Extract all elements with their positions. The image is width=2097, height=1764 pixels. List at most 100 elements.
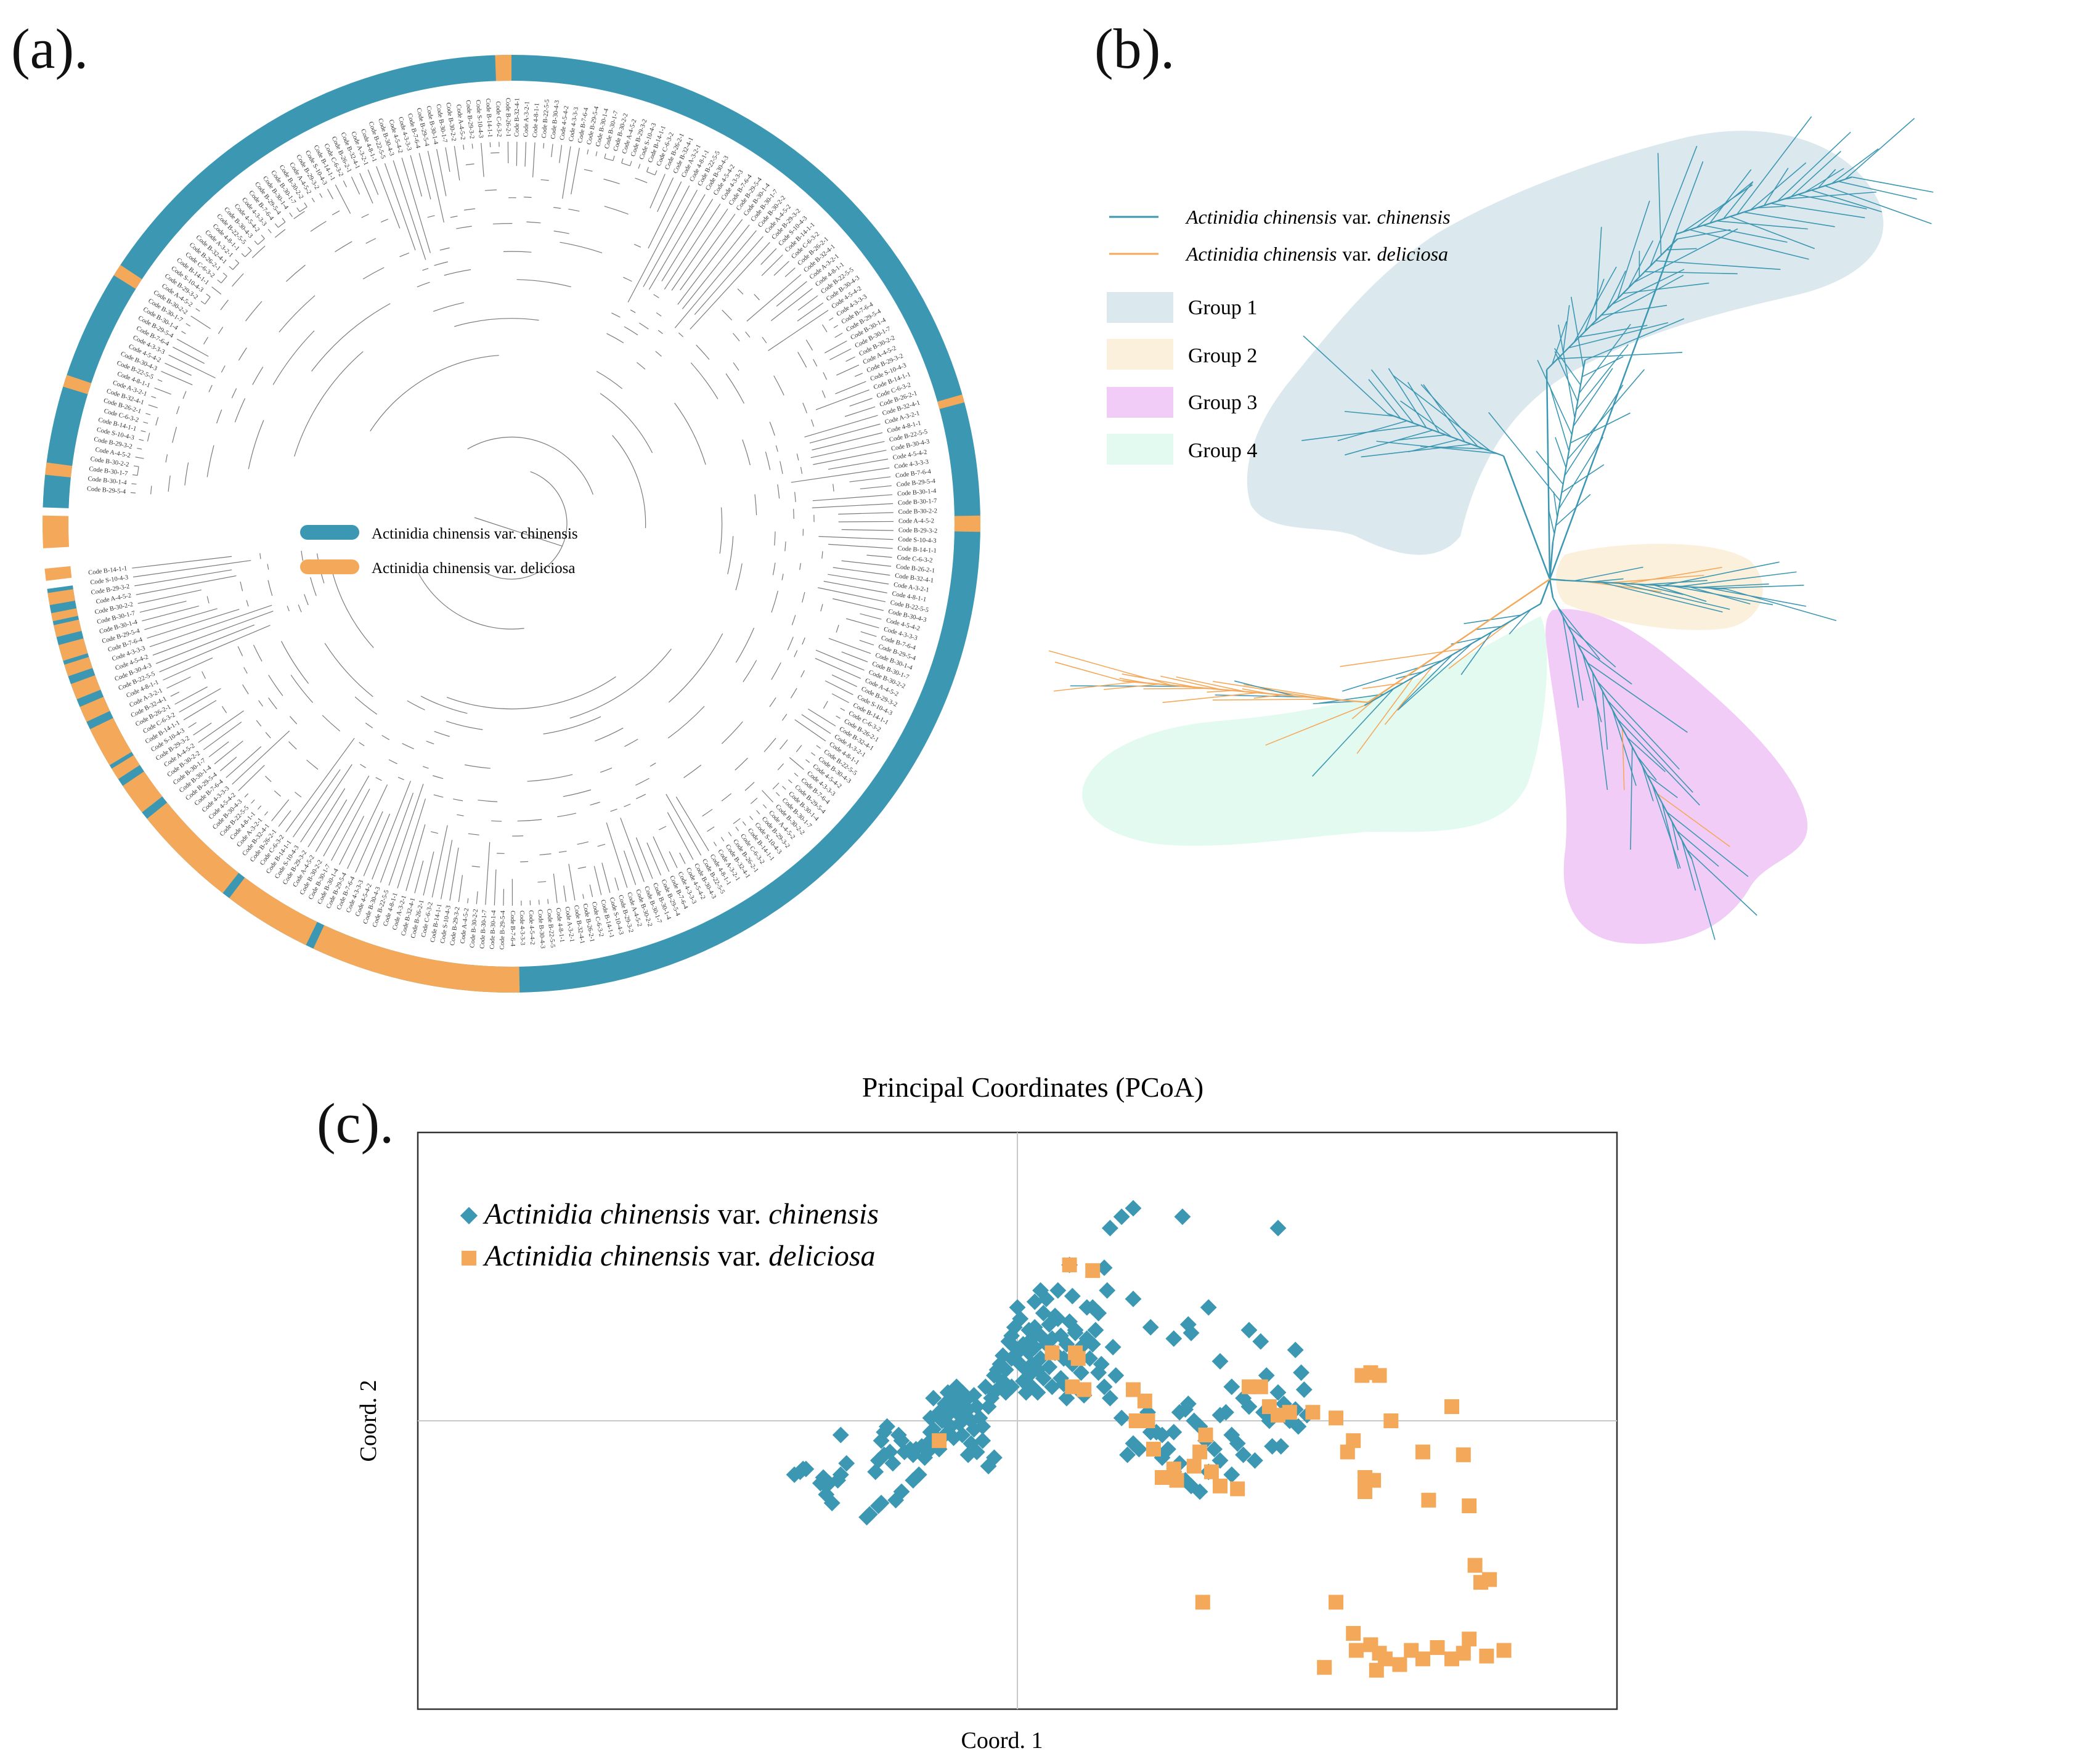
point-chinensis: [1179, 1395, 1197, 1412]
leaf-branch: [1553, 348, 1581, 386]
backbone: [1232, 689, 1245, 693]
branch-arc: [310, 577, 317, 596]
branch-arc: [821, 551, 823, 559]
branch-arc: [802, 402, 807, 413]
branch: [516, 142, 518, 166]
branch-arc: [265, 776, 272, 782]
point-chinensis: [1099, 1282, 1116, 1299]
leaf-branch: [1817, 169, 1836, 189]
backbone: [1245, 691, 1258, 694]
branch-arc: [322, 715, 341, 732]
backbone: [1562, 347, 1570, 354]
branch-arc: [820, 604, 823, 612]
legend-box-group1: [1107, 292, 1173, 323]
branch: [131, 492, 136, 494]
ring-segment-deliciosa: [123, 771, 163, 813]
leaf-branch: [1737, 116, 1812, 215]
backbone: [1568, 442, 1571, 452]
branch: [768, 309, 829, 351]
legend-marker-deliciosa: [462, 1251, 476, 1266]
leaf-branch: [1561, 464, 1605, 494]
leaf-branch: [1630, 747, 1633, 850]
branch-arc: [771, 662, 781, 680]
branch: [551, 144, 553, 158]
backbone: [1655, 254, 1662, 262]
branch-arc: [268, 697, 277, 710]
branch-arc: [584, 169, 593, 172]
leaf-branch: [1318, 693, 1385, 704]
branch-arc: [621, 163, 630, 166]
branch-arc: [735, 563, 743, 591]
leaf-branch: [1676, 830, 1719, 867]
backbone: [1546, 364, 1553, 370]
backbone: [1579, 376, 1583, 386]
ring-segment-deliciosa: [147, 802, 239, 893]
point-deliciosa: [1456, 1447, 1471, 1463]
branch: [163, 657, 213, 681]
branch-arc: [370, 355, 499, 432]
leaf-branch: [1637, 755, 1657, 781]
branch: [860, 613, 882, 620]
branch: [828, 458, 889, 470]
backbone: [1530, 603, 1541, 611]
leaf-branch: [1730, 216, 1815, 250]
tip-label: Code 4-5-4-2: [527, 910, 536, 945]
branch-arc: [811, 419, 815, 427]
branch: [833, 567, 890, 576]
branch: [380, 792, 414, 883]
branch: [788, 779, 792, 784]
branch-arc: [294, 351, 364, 457]
branch: [145, 413, 151, 415]
leaf-branch: [1686, 849, 1757, 916]
branch: [804, 415, 878, 437]
legend-label-group1: Group 1: [1188, 296, 1257, 319]
leaf-branch: [1592, 578, 1624, 583]
branch: [449, 847, 459, 901]
backbone: [1666, 811, 1673, 822]
backbone: [1562, 476, 1566, 485]
branch: [646, 842, 661, 876]
backbone: [1383, 688, 1395, 695]
tip-label: Code B-29-3-2: [465, 100, 475, 139]
point-chinensis: [1165, 1423, 1183, 1441]
branch: [593, 866, 602, 895]
branch: [327, 189, 333, 200]
branch: [165, 362, 192, 376]
branch-arc: [245, 301, 263, 322]
branch: [436, 148, 447, 197]
branch: [854, 373, 863, 377]
branch-arc: [295, 792, 302, 798]
ring-segment-deliciosa: [51, 608, 78, 622]
leaf-branch: [1356, 677, 1414, 754]
branch-arc: [540, 179, 549, 181]
branch-arc: [359, 742, 365, 747]
branch-arc: [258, 238, 265, 245]
ring-segment-deliciosa: [43, 515, 69, 548]
branch: [363, 813, 391, 876]
backbone: [1703, 222, 1711, 226]
leaf-branch: [1448, 620, 1512, 669]
branch-arc: [304, 594, 309, 606]
leaf-branch: [1757, 206, 1786, 209]
branch-arc: [624, 739, 638, 747]
branch: [595, 151, 598, 156]
point-chinensis: [1290, 1418, 1307, 1435]
backbone: [1636, 755, 1643, 766]
branch-arc: [805, 339, 813, 351]
leaf-branch: [1160, 675, 1221, 690]
point-deliciosa: [1169, 1473, 1184, 1488]
branch: [359, 173, 373, 204]
branch: [648, 181, 682, 249]
branch-arc: [243, 667, 248, 674]
legend-marker-chinensis: [460, 1206, 478, 1225]
branch: [815, 657, 861, 679]
branch-arc: [433, 302, 464, 312]
tip-label: Code 4-3-3-3: [518, 911, 526, 946]
backbone: [1636, 583, 1645, 585]
branch-arc: [794, 492, 796, 502]
branch-arc: [478, 799, 498, 802]
branch: [664, 203, 721, 290]
branch: [816, 745, 821, 749]
